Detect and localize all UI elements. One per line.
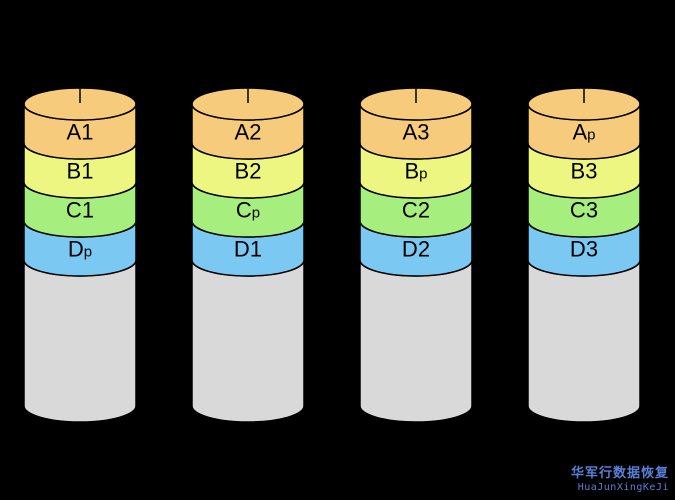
disk-body (23, 259, 137, 423)
block-label: Bp (404, 159, 427, 184)
disk-body (527, 259, 641, 423)
block-label: Cp (236, 198, 260, 223)
block-letter: D (402, 237, 418, 262)
disk-body (191, 259, 305, 423)
block-index: 1 (81, 159, 93, 184)
block-label: Ap (572, 120, 595, 145)
block-label: D1 (234, 237, 262, 262)
block-index: 1 (82, 198, 94, 223)
block-label: C1 (66, 198, 94, 223)
block-label: A1 (67, 120, 94, 145)
block-letter: D (570, 237, 586, 262)
block-label: C2 (402, 198, 430, 223)
block-index: 1 (81, 120, 93, 145)
block-letter: C (236, 198, 252, 223)
block-letter: A (235, 120, 250, 145)
block-letter: C (66, 198, 82, 223)
block-letter: C (570, 198, 586, 223)
block-letter: B (235, 159, 250, 184)
block-letter: A (403, 120, 418, 145)
block-index: 3 (417, 120, 429, 145)
block-letter: A (67, 120, 82, 145)
block-label: Dp (68, 237, 92, 262)
block-letter: D (234, 237, 250, 262)
block-letter: C (402, 198, 418, 223)
block-letter: A (572, 120, 587, 145)
disk-body (359, 259, 473, 423)
block-letter: B (67, 159, 82, 184)
block-index: 1 (250, 237, 262, 262)
block-label: B1 (67, 159, 94, 184)
parity-subscript: p (419, 166, 427, 183)
parity-subscript: p (252, 205, 260, 222)
block-index: 2 (249, 120, 261, 145)
block-index: 2 (249, 159, 261, 184)
block-label: A2 (235, 120, 262, 145)
block-index: 2 (418, 198, 430, 223)
block-label: B2 (235, 159, 262, 184)
block-label: A3 (403, 120, 430, 145)
block-label: C3 (570, 198, 598, 223)
block-letter: B (571, 159, 586, 184)
block-index: 2 (418, 237, 430, 262)
watermark-latin: HuaJunXingKeJi (577, 482, 669, 493)
block-letter: D (68, 237, 84, 262)
block-index: 3 (586, 237, 598, 262)
block-index: 3 (585, 159, 597, 184)
parity-subscript: p (84, 244, 92, 261)
block-index: 3 (586, 198, 598, 223)
watermark: 华军行数据恢复 HuaJunXingKeJi (571, 466, 669, 494)
block-letter: B (404, 159, 419, 184)
parity-subscript: p (587, 127, 595, 144)
block-label: D3 (570, 237, 598, 262)
block-label: B3 (571, 159, 598, 184)
block-label: D2 (402, 237, 430, 262)
watermark-chinese: 华军行数据恢复 (570, 466, 669, 481)
